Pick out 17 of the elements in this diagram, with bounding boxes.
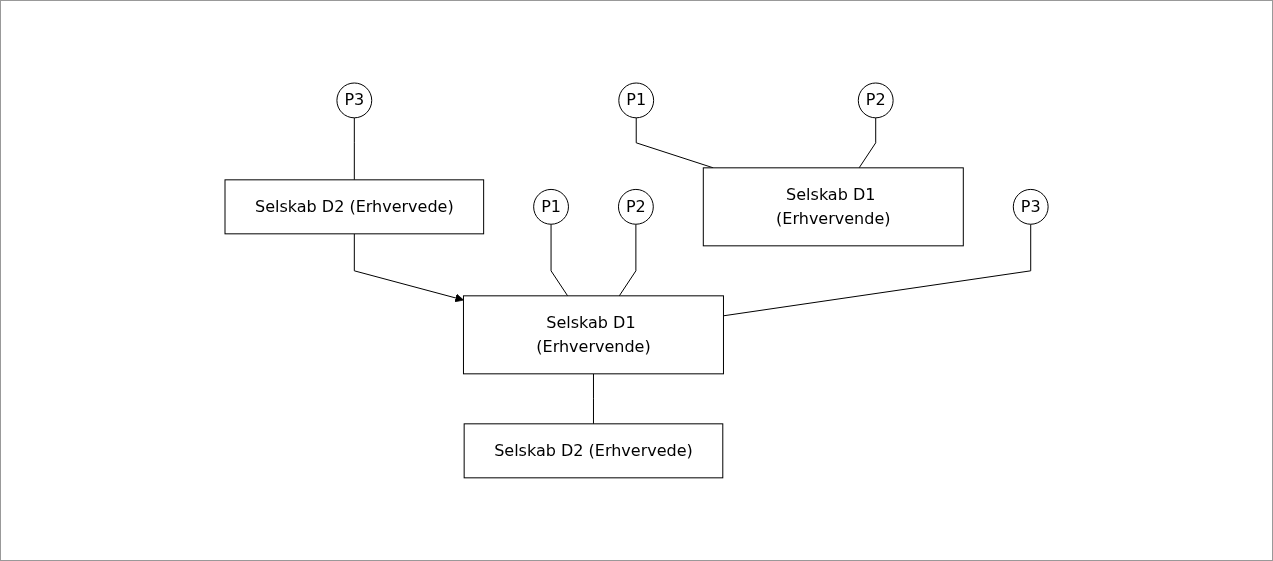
node-circle: P2 (857, 82, 894, 119)
node-circle: P1 (618, 82, 655, 119)
node-circle: P2 (617, 189, 654, 225)
node-box: Selskab D1 (Erhvervende) (702, 167, 964, 247)
node-circle: P3 (1012, 189, 1049, 225)
node-box: Selskab D2 (Erhvervede) (224, 179, 485, 235)
connector (353, 117, 355, 181)
node-box: Selskab D1 (Erhvervende) (462, 295, 724, 375)
node-circle: P3 (336, 82, 373, 119)
connector (722, 223, 1032, 317)
node-box: Selskab D2 (Erhvervede) (463, 423, 724, 479)
connector (592, 373, 594, 425)
node-circle: P1 (533, 189, 569, 225)
arrow (353, 233, 464, 303)
connector (858, 117, 877, 169)
connector (618, 223, 637, 297)
connector (550, 223, 569, 297)
